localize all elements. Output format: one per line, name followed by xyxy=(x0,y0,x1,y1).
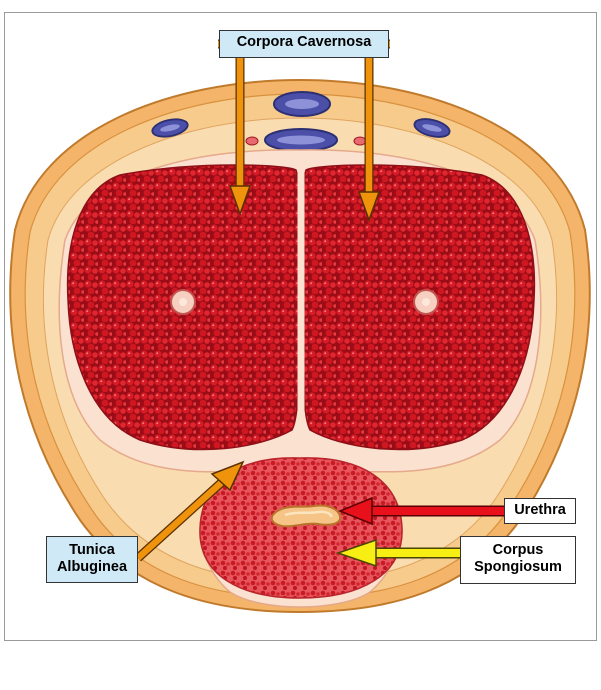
label-corpus-spongiosum: Corpus Spongiosum xyxy=(460,536,576,584)
label-corpus-spongiosum-line1: Corpus xyxy=(467,542,569,559)
label-corpus-spongiosum-line2: Spongiosum xyxy=(467,559,569,576)
label-tunica-albuginea: Tunica Albuginea xyxy=(46,536,138,583)
label-corpora-cavernosa: Corpora Cavernosa xyxy=(219,30,389,58)
label-urethra: Urethra xyxy=(504,498,576,524)
label-tunica-albuginea-line1: Tunica xyxy=(53,542,131,559)
dorsal-artery-right xyxy=(354,137,366,145)
dorsal-artery-left xyxy=(246,137,258,145)
label-urethra-text: Urethra xyxy=(511,502,569,519)
label-tunica-albuginea-line2: Albuginea xyxy=(53,559,131,576)
label-corpora-cavernosa-text: Corpora Cavernosa xyxy=(226,34,382,51)
